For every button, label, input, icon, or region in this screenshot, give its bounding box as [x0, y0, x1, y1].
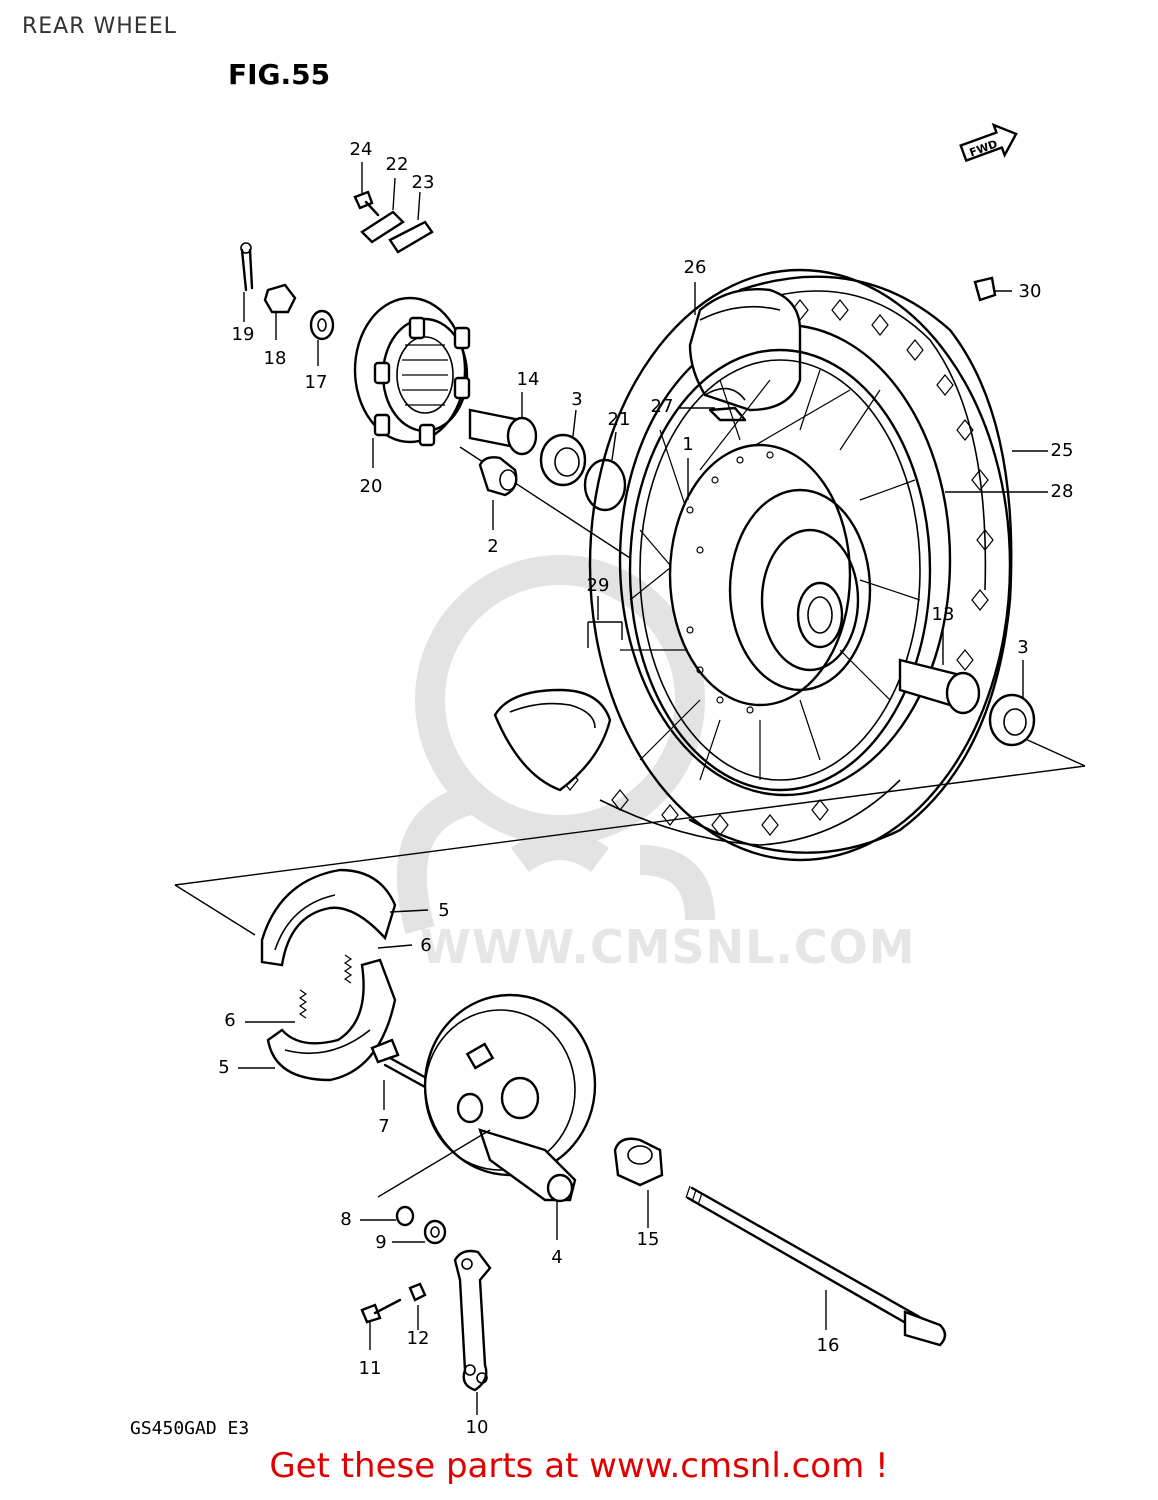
callout-4: 4 [551, 1247, 563, 1268]
spacer-13 [898, 658, 981, 715]
collar-15 [613, 1137, 664, 1187]
tire [493, 268, 1013, 862]
plate-23 [388, 220, 434, 254]
callout-5-upper: 5 [438, 900, 450, 921]
callout-22: 22 [385, 154, 409, 175]
hub [668, 443, 872, 714]
rear-axle [685, 1185, 947, 1347]
bushing-2 [478, 456, 518, 497]
castle-nut [263, 283, 297, 314]
callout-21: 21 [607, 409, 631, 430]
callout-26: 26 [683, 257, 707, 278]
callout-18: 18 [263, 348, 287, 369]
watermark-logo [396, 555, 715, 934]
callout-3-upper: 3 [571, 389, 583, 410]
callout-28: 28 [1050, 481, 1074, 502]
cotter-pin [240, 242, 254, 292]
sprocket-mount-drum [353, 296, 471, 447]
bearing-3-left [539, 433, 587, 487]
fwd-arrow-icon: FWD [959, 122, 1018, 163]
washer-17 [309, 309, 335, 341]
callout-14: 14 [516, 369, 540, 390]
chain-adjuster-bolt [353, 190, 380, 217]
washer-8 [395, 1205, 415, 1227]
oring-21 [583, 458, 627, 512]
callout-20: 20 [359, 476, 383, 497]
torque-link [453, 1249, 492, 1392]
figure-number: FIG.55 [228, 58, 331, 91]
brake-shoe-upper [260, 868, 397, 967]
washer-9 [423, 1219, 447, 1245]
callout-19: 19 [231, 324, 255, 345]
callout-29: 29 [586, 575, 610, 596]
brake-panel [423, 993, 597, 1203]
callout-9: 9 [375, 1232, 387, 1253]
callout-5-lower: 5 [218, 1057, 230, 1078]
bearing-3-right [988, 693, 1036, 747]
callout-8: 8 [340, 1209, 352, 1230]
callout-11: 11 [358, 1358, 382, 1379]
callout-30: 30 [1018, 281, 1042, 302]
page-title: REAR WHEEL [22, 14, 177, 39]
tube [688, 288, 802, 412]
get-parts-link[interactable]: Get these parts at www.cmsnl.com ! [269, 1446, 889, 1486]
watermark-text: WWW.CMSNL.COM [420, 920, 916, 974]
callout-2: 2 [487, 536, 499, 557]
brake-springs [298, 954, 353, 1019]
nut-12 [408, 1282, 427, 1302]
callout-23: 23 [411, 172, 435, 193]
leader-lines [238, 162, 1048, 1415]
callout-10: 10 [465, 1417, 489, 1438]
bolt-11 [360, 1298, 402, 1324]
valve [708, 406, 747, 422]
callout-7: 7 [378, 1116, 390, 1137]
callout-24: 24 [349, 139, 373, 160]
brake-shoe-lower [266, 958, 397, 1082]
callout-6-upper: 6 [420, 935, 432, 956]
callout-12: 12 [406, 1328, 430, 1349]
valve-cap [973, 276, 997, 302]
lock-plate [360, 210, 405, 244]
callout-1: 1 [682, 434, 694, 455]
rim [628, 348, 932, 792]
callout-25: 25 [1050, 440, 1074, 461]
callout-6-lower: 6 [224, 1010, 236, 1031]
brake-cam [370, 1038, 432, 1089]
callout-3-lower: 3 [1017, 637, 1029, 658]
callout-15: 15 [636, 1229, 660, 1250]
callout-17: 17 [304, 372, 328, 393]
model-code: GS450GAD E3 [130, 1418, 250, 1439]
callout-13: 13 [931, 604, 955, 625]
callout-16: 16 [816, 1335, 840, 1356]
callout-27: 27 [650, 396, 674, 417]
